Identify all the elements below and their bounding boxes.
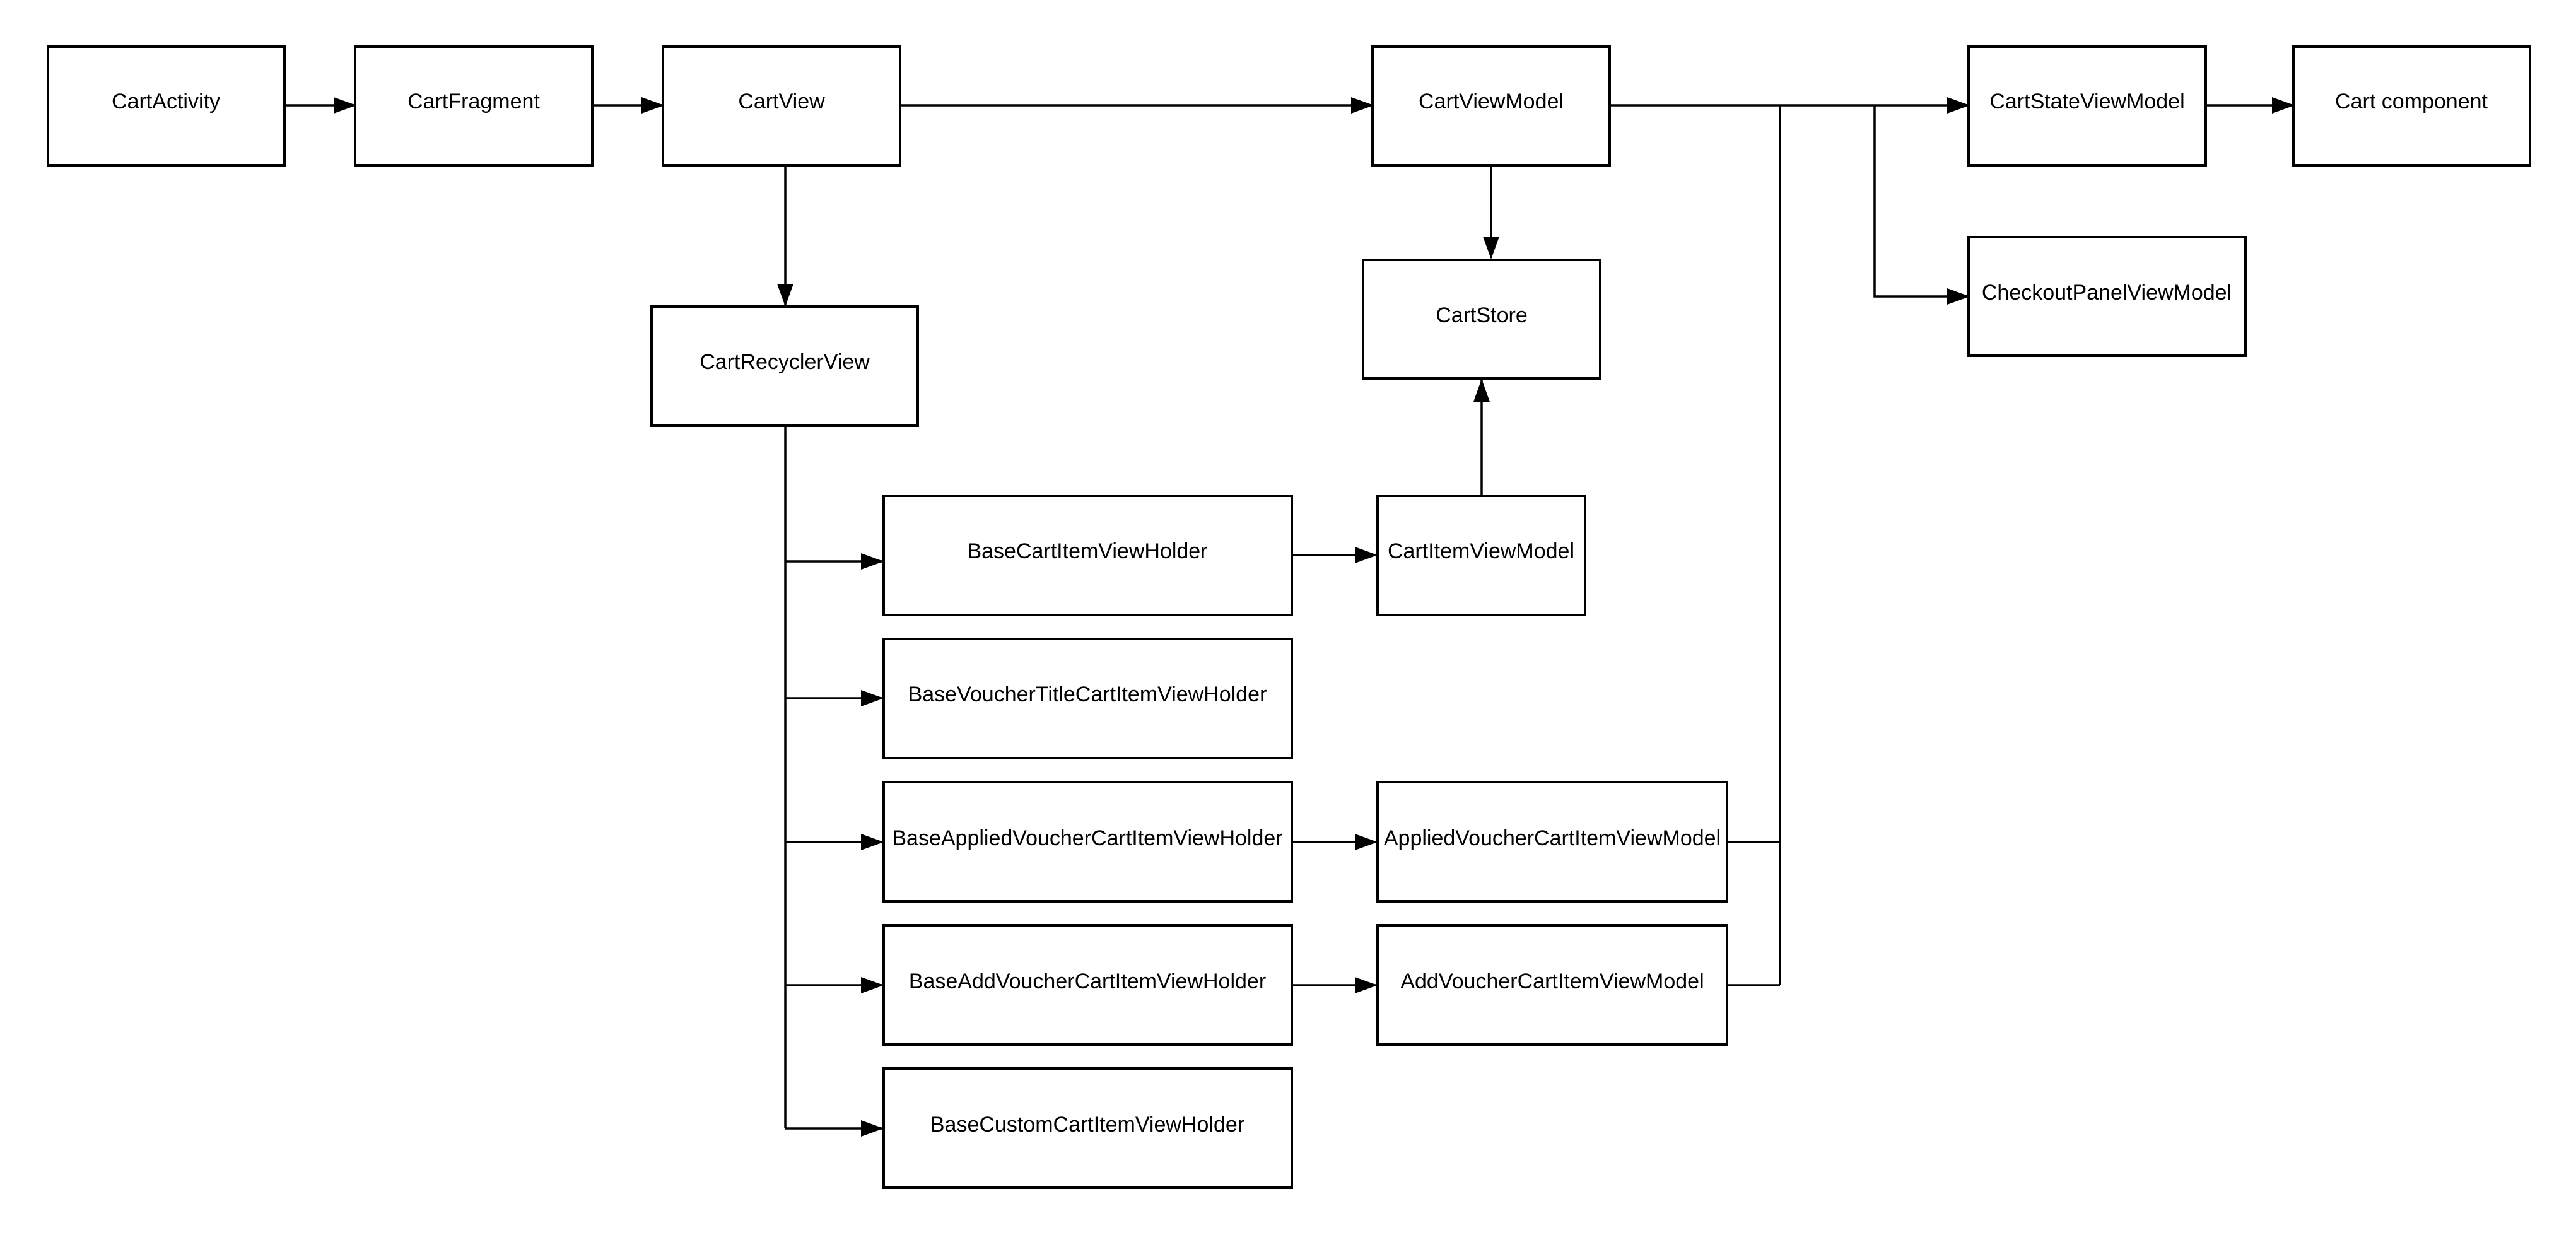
node-cart-recycler-view-label: CartRecyclerView (700, 350, 870, 374)
node-add-voucher-cart-item-view-model-label: AddVoucherCartItemViewModel (1400, 969, 1704, 993)
node-cart-item-view-model-label: CartItemViewModel (1388, 539, 1574, 563)
node-base-applied-voucher-cart-item-view-holder-label: BaseAppliedVoucherCartItemViewHolder (892, 826, 1282, 850)
node-cart-view: CartView (662, 45, 901, 167)
node-base-add-voucher-cart-item-view-holder-label: BaseAddVoucherCartItemViewHolder (909, 969, 1266, 993)
node-base-cart-item-view-holder: BaseCartItemViewHolder (882, 495, 1293, 616)
node-cart-state-view-model: CartStateViewModel (1967, 45, 2207, 167)
node-cart-item-view-model: CartItemViewModel (1376, 495, 1586, 616)
node-cart-view-label: CartView (738, 90, 825, 114)
node-cart-state-view-model-label: CartStateViewModel (1989, 90, 2184, 114)
node-cart-recycler-view: CartRecyclerView (650, 305, 919, 427)
node-checkout-panel-view-model: CheckoutPanelViewModel (1967, 236, 2247, 357)
node-cart-component: Cart component (2292, 45, 2531, 167)
node-base-custom-cart-item-view-holder-label: BaseCustomCartItemViewHolder (930, 1113, 1244, 1137)
node-cart-activity-label: CartActivity (112, 90, 220, 114)
node-applied-voucher-cart-item-view-model: AppliedVoucherCartItemViewModel (1376, 781, 1728, 903)
nodes: CartActivity CartFragment CartView CartV… (47, 45, 2531, 1189)
node-cart-store-label: CartStore (1436, 303, 1528, 327)
edge-branch-to-checkoutpanelviewmodel (1873, 105, 1970, 305)
node-base-applied-voucher-cart-item-view-holder: BaseAppliedVoucherCartItemViewHolder (882, 781, 1293, 903)
node-cart-fragment-label: CartFragment (407, 90, 540, 114)
node-cart-activity: CartActivity (47, 45, 286, 167)
node-add-voucher-cart-item-view-model: AddVoucherCartItemViewModel (1376, 924, 1728, 1046)
node-cart-store: CartStore (1362, 259, 1601, 380)
node-checkout-panel-view-model-label: CheckoutPanelViewModel (1982, 281, 2232, 305)
node-base-cart-item-view-holder-label: BaseCartItemViewHolder (967, 539, 1207, 563)
node-cart-component-label: Cart component (2335, 90, 2488, 114)
node-applied-voucher-cart-item-view-model-label: AppliedVoucherCartItemViewModel (1384, 826, 1721, 850)
node-base-custom-cart-item-view-holder: BaseCustomCartItemViewHolder (882, 1067, 1293, 1189)
node-cart-view-model-label: CartViewModel (1419, 90, 1564, 114)
node-base-voucher-title-cart-item-view-holder: BaseVoucherTitleCartItemViewHolder (882, 638, 1293, 759)
node-base-voucher-title-cart-item-view-holder-label: BaseVoucherTitleCartItemViewHolder (908, 682, 1267, 706)
node-cart-view-model: CartViewModel (1371, 45, 1611, 167)
node-base-add-voucher-cart-item-view-holder: BaseAddVoucherCartItemViewHolder (882, 924, 1293, 1046)
edges (284, 97, 2295, 1137)
node-cart-fragment: CartFragment (354, 45, 594, 167)
